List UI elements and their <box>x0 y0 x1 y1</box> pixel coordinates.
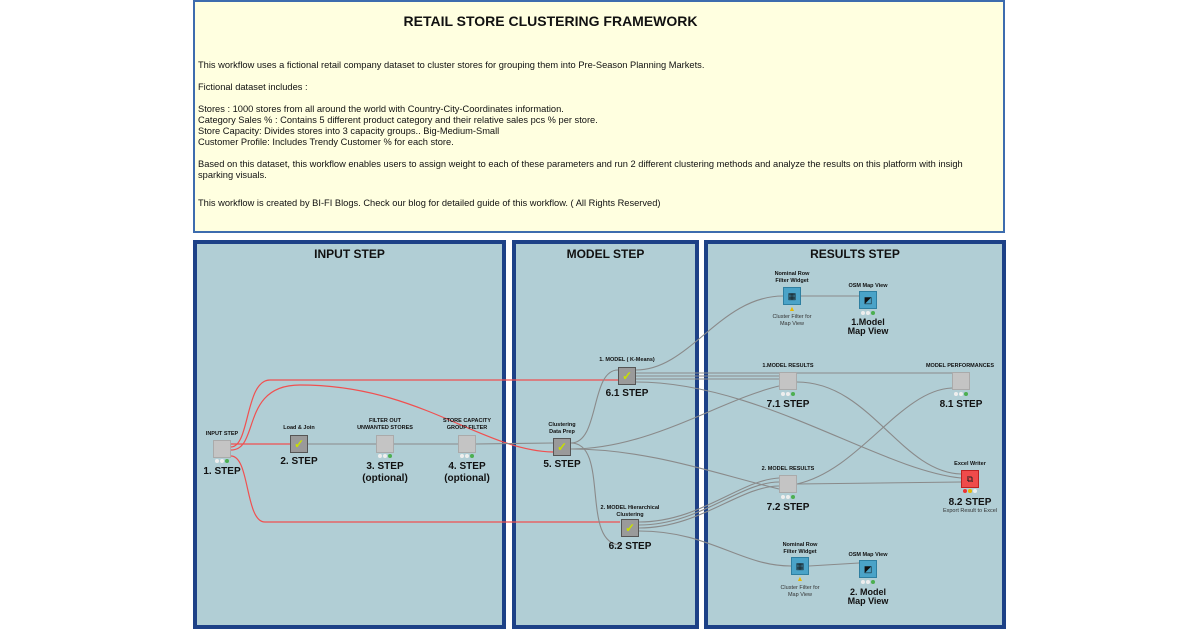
node-label: Filter Widget <box>783 549 817 555</box>
input-step-node[interactable] <box>213 440 231 458</box>
node-label: OSM Map View <box>848 552 888 558</box>
node-comment: Map View <box>787 592 813 598</box>
osm-map-view-node[interactable]: ◩ <box>859 560 877 578</box>
warning-icon: ▲ <box>788 306 796 313</box>
annotation-line: Category Sales % : Contains 5 different … <box>198 115 598 125</box>
filter-widget-icon: ▦ <box>787 291 797 301</box>
node-step: 4. STEP <box>448 461 486 472</box>
warning-icon: ▲ <box>796 576 804 583</box>
node-step: Map View <box>847 596 889 606</box>
check-icon: ✓ <box>556 440 568 454</box>
node-status <box>860 311 876 316</box>
panel-title: MODEL STEP <box>566 247 645 261</box>
kmeans-model-node[interactable]: ✓ <box>618 367 636 385</box>
node-status <box>459 454 475 459</box>
node-status <box>780 495 796 500</box>
node-label: Nominal Row <box>782 542 818 548</box>
load-join-node[interactable]: ✓ <box>290 435 308 453</box>
node-step: 8.2 STEP <box>948 497 992 508</box>
annotation-line: Stores : 1000 stores from all around the… <box>198 104 564 114</box>
model-step-panel: MODEL STEP <box>512 240 699 629</box>
node-step: 2. Model <box>849 587 887 597</box>
node-label: UNWANTED STORES <box>357 425 413 431</box>
check-icon: ✓ <box>293 437 305 451</box>
node-label: INPUT STEP <box>205 431 239 437</box>
node-comment: Cluster Filter for <box>780 585 820 591</box>
workflow-annotation: RETAIL STORE CLUSTERING FRAMEWORK This w… <box>193 0 1005 233</box>
excel-icon: ⧉ <box>966 474 974 484</box>
excel-writer-node[interactable]: ⧉ <box>961 470 979 488</box>
panel-title: INPUT STEP <box>314 247 385 261</box>
model-performances-node[interactable] <box>952 372 970 390</box>
node-step: 8.1 STEP <box>939 399 983 410</box>
node-label: Load & Join <box>283 425 315 431</box>
workflow-title: RETAIL STORE CLUSTERING FRAMEWORK <box>403 13 698 29</box>
node-step: (optional) <box>444 473 490 484</box>
node-label: Clustering <box>548 422 576 428</box>
node-label: 2. MODEL RESULTS <box>761 466 815 472</box>
node-step: 7.2 STEP <box>766 502 810 513</box>
node-step: Map View <box>847 326 889 336</box>
node-label: Clustering <box>616 512 644 518</box>
node-step: 6.2 STEP <box>608 541 652 552</box>
clustering-data-prep-node[interactable]: ✓ <box>553 438 571 456</box>
node-label: 2. MODEL Hierarchical <box>600 505 660 511</box>
osm-map-view-node[interactable]: ◩ <box>859 291 877 309</box>
node-comment: Map View <box>779 321 805 327</box>
annotation-line: Customer Profile: Includes Trendy Custom… <box>198 137 454 147</box>
annotation-line: sparking visuals. <box>198 170 267 180</box>
node-label: Data Prep <box>549 429 575 435</box>
model-2-results-node[interactable] <box>779 475 797 493</box>
node-label: STORE CAPACITY <box>442 418 492 424</box>
node-step: 2. STEP <box>280 456 318 467</box>
node-status <box>377 454 393 459</box>
node-comment: Export Result to Excel <box>942 508 998 514</box>
node-status <box>780 392 796 397</box>
node-step: 7.1 STEP <box>766 399 810 410</box>
node-step: 5. STEP <box>543 459 581 470</box>
check-icon: ✓ <box>624 521 636 535</box>
map-icon: ◩ <box>863 295 873 305</box>
map-icon: ◩ <box>863 564 873 574</box>
node-step: (optional) <box>362 473 408 484</box>
hierarchical-model-node[interactable]: ✓ <box>621 519 639 537</box>
node-step: 1. STEP <box>203 466 241 477</box>
node-label: 1.MODEL RESULTS <box>762 363 814 369</box>
node-step: 3. STEP <box>366 461 404 472</box>
node-label: OSM Map View <box>848 283 888 289</box>
check-icon: ✓ <box>621 369 633 383</box>
filter-widget-icon: ▦ <box>795 561 805 571</box>
node-label: MODEL PERFORMANCES <box>925 363 995 369</box>
node-comment: Cluster Filter for <box>772 314 812 320</box>
filter-unwanted-stores-node[interactable] <box>376 435 394 453</box>
node-label: GROUP FILTER <box>446 425 488 431</box>
node-step: 1.Model <box>851 317 885 327</box>
node-status <box>962 489 978 494</box>
model-1-results-node[interactable] <box>779 372 797 390</box>
annotation-line: Fictional dataset includes : <box>198 82 308 92</box>
node-status <box>860 580 876 585</box>
node-label: Filter Widget <box>775 278 809 284</box>
node-label: Excel Writer <box>954 461 986 467</box>
node-status <box>214 459 230 464</box>
node-label: Nominal Row <box>774 271 810 277</box>
store-capacity-filter-node[interactable] <box>458 435 476 453</box>
nominal-row-filter-widget-node[interactable]: ▦ <box>791 557 809 575</box>
panel-title: RESULTS STEP <box>810 247 900 261</box>
nominal-row-filter-widget-node[interactable]: ▦ <box>783 287 801 305</box>
node-label: 1. MODEL ( K-Means) <box>599 357 655 363</box>
annotation-line: This workflow uses a fictional retail co… <box>198 60 705 70</box>
node-status <box>953 392 969 397</box>
annotation-line: Store Capacity: Divides stores into 3 ca… <box>198 126 500 136</box>
node-step: 6.1 STEP <box>605 388 649 399</box>
node-label: FILTER OUT <box>369 418 401 424</box>
annotation-line: This workflow is created by BI-FI Blogs.… <box>198 198 661 208</box>
results-step-panel: RESULTS STEP <box>704 240 1006 629</box>
annotation-line: Based on this dataset, this workflow ena… <box>198 159 963 169</box>
